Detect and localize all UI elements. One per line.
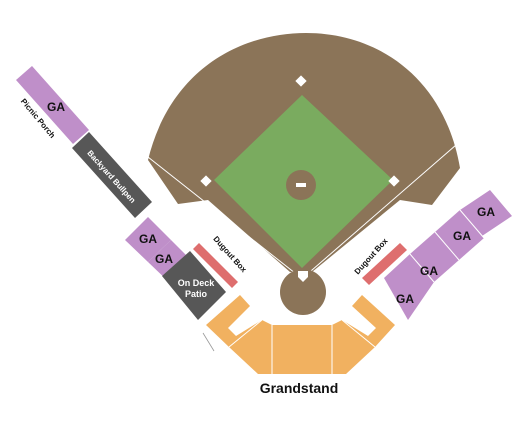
section-backyard-bullpen[interactable]: Backyard Bullpen (72, 132, 152, 218)
ga-right-block-2[interactable] (435, 210, 484, 260)
on-deck-patio-line2: Patio (185, 289, 208, 299)
dugout-box-left-block[interactable] (193, 243, 238, 288)
section-ga-right-group: GA GA GA GA (384, 190, 512, 320)
section-ga-left-upper[interactable]: GA (125, 217, 171, 262)
ga-right-divider-3 (409, 253, 435, 283)
backyard-bullpen-block[interactable] (72, 132, 152, 218)
ga-left-upper-block[interactable] (125, 217, 171, 262)
home-plate-circle (280, 269, 326, 315)
grandstand-divider-right-wing (341, 319, 376, 348)
ga-right-label-1: GA (477, 205, 495, 219)
ga-right-label-4: GA (396, 292, 414, 306)
third-base (200, 175, 212, 187)
pitchers-rubber (296, 183, 306, 187)
grandstand-left-wing[interactable] (206, 295, 272, 374)
grandstand-center[interactable] (272, 325, 332, 374)
picnic-porch-ga-label: GA (47, 100, 65, 114)
grandstand-edge-tick (202, 332, 215, 352)
ga-right-block-3[interactable] (410, 232, 459, 282)
grandstand-divider-left-wing (228, 319, 263, 348)
grandstand-right-wing[interactable] (332, 295, 395, 374)
picnic-porch-block[interactable] (16, 66, 89, 144)
on-deck-patio-line1: On Deck (178, 278, 216, 288)
first-base (388, 175, 400, 187)
ga-right-label-2: GA (453, 229, 471, 243)
section-on-deck-patio[interactable]: On Deck Patio (162, 251, 226, 320)
foul-line-right (303, 144, 457, 278)
grandstand-label: Grandstand (260, 380, 339, 396)
ga-right-divider-2 (434, 231, 460, 261)
dugout-box-right-block[interactable] (362, 243, 407, 285)
ga-right-divider-1 (459, 209, 485, 239)
ga-left-upper-label: GA (139, 232, 157, 246)
ga-left-lower-label: GA (155, 252, 173, 266)
ga-right-label-3: GA (420, 264, 438, 278)
home-plate (298, 271, 308, 282)
baseball-field (147, 33, 460, 315)
on-deck-patio-block[interactable] (162, 251, 226, 320)
section-grandstand[interactable]: Grandstand (202, 295, 395, 396)
ga-right-block-4[interactable] (384, 254, 434, 320)
foul-line-left (147, 156, 301, 278)
section-picnic-porch[interactable]: GA Picnic Porch (16, 66, 89, 144)
